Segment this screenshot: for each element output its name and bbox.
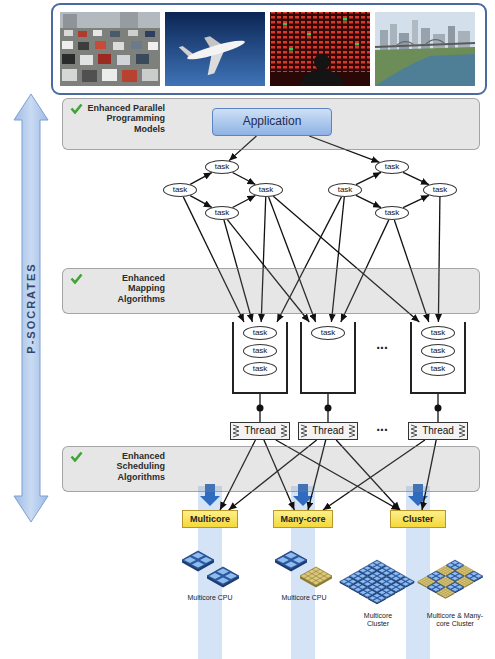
connector-arrow [190, 196, 212, 208]
thread-coil [410, 424, 418, 438]
photo-airplane [165, 12, 265, 86]
node-text: task [215, 162, 230, 171]
connector-arrow [403, 195, 429, 207]
node-text: task [215, 208, 230, 217]
task-ellipse: task [421, 344, 455, 358]
task-ellipse: task [243, 326, 277, 340]
hardware-box: Multicore [182, 510, 238, 528]
multicore-chip [368, 593, 386, 604]
check-mark [70, 451, 83, 462]
thread-coil [348, 424, 356, 438]
connector-arrow [190, 173, 212, 185]
manycore-cpu-chips [275, 551, 332, 588]
chip-caption: Multicore & Many-core Cluster [425, 612, 485, 628]
manycore-chip [437, 588, 455, 599]
node-text: task [431, 364, 446, 373]
multicore-cpu-chips [182, 551, 239, 588]
node-text: Thread [422, 425, 454, 437]
photo-city-river [375, 12, 475, 86]
node-text: Thread [244, 425, 276, 437]
thread-coil [232, 424, 240, 438]
connector-arrow [233, 195, 256, 207]
p-socrates-arrow [14, 94, 48, 522]
hardware-box: Many-core [273, 510, 333, 528]
chip-caption: Multicore Cluster [353, 612, 403, 628]
task-ellipse: task [375, 160, 409, 174]
node-text: Application [243, 115, 302, 129]
thread-coil [458, 424, 466, 438]
task-queue: task [300, 322, 356, 394]
side-title: P-SOCRATES [24, 233, 38, 383]
queue-dot [257, 405, 264, 412]
band-label: Enhanced Mapping Algorithms [85, 273, 165, 304]
chip-caption: Multicore CPU [274, 594, 334, 602]
task-ellipse: task [205, 160, 239, 174]
connector-arrow [233, 172, 256, 184]
task-ellipse: task [421, 326, 455, 340]
node-text: Many-core [280, 514, 325, 524]
photo-frame [52, 4, 486, 94]
photo-traffic [60, 12, 160, 86]
thread-box: Thread [298, 422, 358, 440]
queue-dot [325, 405, 332, 412]
node-text: Thread [312, 425, 344, 437]
band-label: Enhanced Parallel Programming Models [85, 103, 165, 134]
node-text: task [431, 346, 446, 355]
node-text: task [321, 328, 336, 337]
node-text: Multicore [190, 514, 230, 524]
ellipsis: ... [370, 418, 394, 434]
node-text: task [385, 162, 400, 171]
connector-arrow [356, 172, 381, 184]
node-text: task [338, 185, 353, 194]
connector-arrow [356, 195, 381, 207]
cluster-chips [340, 560, 483, 604]
task-queue: task task task [410, 322, 466, 394]
task-ellipse: task [421, 362, 455, 376]
node-text: task [253, 328, 268, 337]
node-text: task [431, 328, 446, 337]
node-text: task [259, 185, 274, 194]
thread-box: Thread [230, 422, 290, 440]
task-ellipse: task [243, 362, 277, 376]
thread-coil [280, 424, 288, 438]
task-ellipse: task [375, 206, 409, 220]
thread-box: Thread [408, 422, 468, 440]
chip-caption: Multicore CPU [180, 594, 240, 602]
node-text: task [253, 346, 268, 355]
task-ellipse: task [328, 183, 362, 197]
task-ellipse: task [311, 326, 345, 340]
check-mark [70, 103, 83, 114]
application-box: Application [212, 108, 332, 136]
layer-band: Enhanced Mapping Algorithms [62, 268, 480, 314]
task-ellipse: task [243, 344, 277, 358]
node-text: task [173, 185, 188, 194]
node-text: Cluster [402, 514, 433, 524]
task-ellipse: task [423, 183, 457, 197]
task-ellipse: task [249, 183, 283, 197]
node-text: task [253, 364, 268, 373]
node-text: task [385, 208, 400, 217]
layer-band: Enhanced Parallel Programming Models Appl… [62, 98, 480, 150]
task-ellipse: task [163, 183, 197, 197]
connector-arrow [403, 172, 429, 184]
queue-dot [435, 405, 442, 412]
node-text: task [433, 185, 448, 194]
thread-coil [300, 424, 308, 438]
layer-band: Enhanced Scheduling Algorithms [62, 446, 480, 492]
ellipsis: ... [370, 336, 394, 352]
band-label: Enhanced Scheduling Algorithms [85, 451, 165, 482]
task-queue: task task task [232, 322, 288, 394]
photo-stock-board [270, 12, 370, 86]
hardware-box: Cluster [390, 510, 446, 528]
task-ellipse: task [205, 206, 239, 220]
check-mark [70, 273, 83, 284]
